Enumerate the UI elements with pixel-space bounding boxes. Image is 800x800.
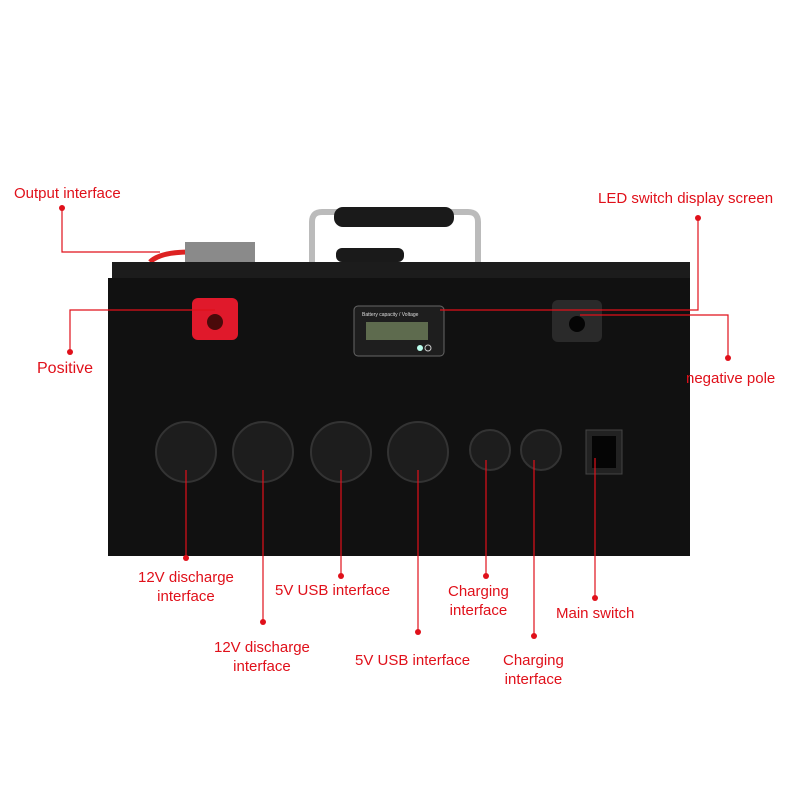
label-line: interface — [157, 588, 215, 605]
label-output-interface: Output interface — [14, 185, 121, 202]
label-main-switch: Main switch — [556, 605, 635, 622]
label-negative: negative pole — [686, 370, 776, 387]
label-12v-discharge-2: 12V discharge interface — [214, 638, 310, 676]
label-line: interface — [233, 658, 291, 675]
label-line: Charging — [448, 583, 509, 600]
label-line: 12V discharge — [214, 639, 310, 656]
handle — [309, 207, 481, 262]
label-5v-usb-1: 5V USB interface — [275, 582, 391, 599]
positive-terminal — [192, 298, 238, 340]
label-positive: Positive — [37, 360, 94, 377]
output-connector — [148, 242, 255, 264]
label-line: 12V discharge — [138, 569, 234, 586]
annotation-dots — [59, 205, 731, 639]
label-line: Charging — [503, 652, 564, 669]
label-charging-1: Charging interface — [448, 582, 509, 620]
label-5v-usb-2: 5V USB interface — [355, 652, 471, 669]
label-12v-discharge-1: 12V discharge interface — [138, 568, 234, 606]
case-lid — [112, 262, 690, 280]
negative-terminal — [552, 300, 602, 342]
label-led-display: LED switch display screen — [598, 190, 774, 207]
led-display — [353, 305, 445, 357]
annotation-lines — [61, 208, 729, 636]
label-charging-2: Charging interface — [503, 651, 564, 689]
label-line: interface — [449, 602, 508, 619]
charging-port-1 — [469, 429, 511, 471]
main-switch — [585, 429, 623, 475]
label-line: interface — [504, 671, 563, 688]
screen-text: Battery capacity / Voltage — [362, 312, 419, 318]
charging-port-2 — [520, 429, 562, 471]
